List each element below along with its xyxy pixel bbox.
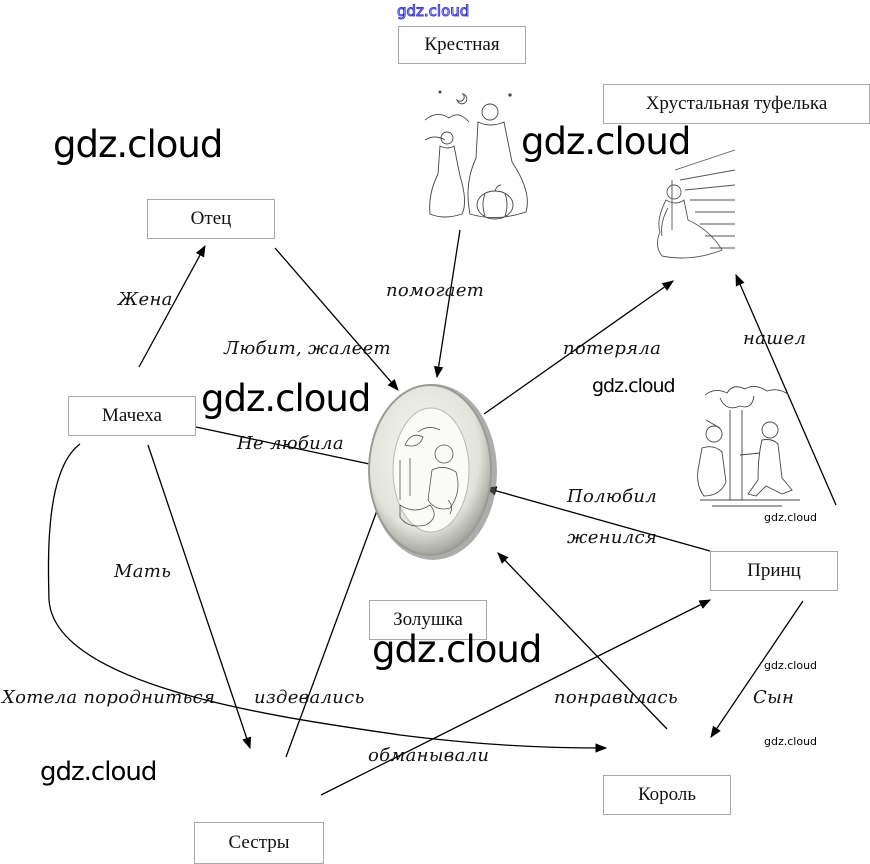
edge-stepmother-cinderella <box>195 426 390 471</box>
node-king[interactable]: Король <box>603 775 731 815</box>
watermark-small: gdz.cloud <box>764 659 818 672</box>
node-cinderella[interactable]: Золушка <box>369 600 487 640</box>
godmother-illustration <box>424 90 528 220</box>
watermark-large: gdz.cloud <box>201 377 371 420</box>
label-loves-pities: Любит, жалеет <box>224 338 391 359</box>
slipper-illustration <box>657 149 736 259</box>
node-godmother[interactable]: Крестная <box>398 26 526 64</box>
prince-illustration <box>697 386 800 507</box>
label-wanted-to-become-related: Хотела породниться <box>2 687 216 708</box>
label-fell-in-love: Полюбил <box>567 486 657 507</box>
cinderella-portrait <box>368 384 497 560</box>
label-found: нашел <box>743 328 807 349</box>
label-did-not-love: Не любила <box>237 433 344 454</box>
node-glass-slipper[interactable]: Хрустальная туфелька <box>603 84 870 124</box>
watermark-large: gdz.cloud <box>372 628 542 671</box>
watermark-medium: gdz.cloud <box>592 375 676 397</box>
label-liked: понравилась <box>554 687 678 708</box>
label-married: женился <box>567 527 658 548</box>
label-son: Сын <box>753 687 795 708</box>
label-lost: потеряла <box>563 338 662 359</box>
edge-sisters-cinderella <box>285 495 383 758</box>
edge-prince-slipper <box>735 273 837 506</box>
watermark-small: gdz.cloud <box>764 735 818 748</box>
watermark-small: gdz.cloud <box>764 511 818 524</box>
edge-prince-cinderella <box>484 486 711 552</box>
node-prince[interactable]: Принц <box>710 551 838 591</box>
edge-stepmother-sisters <box>147 444 252 750</box>
label-mother: Мать <box>114 561 172 582</box>
edge-prince-king <box>710 600 804 738</box>
label-helps: помогает <box>386 280 485 301</box>
label-deceived: обманывали <box>368 745 490 766</box>
edges <box>47 229 837 796</box>
label-mocked: издевались <box>254 687 365 708</box>
edge-father-cinderella <box>274 247 399 391</box>
node-sisters[interactable]: Сестры <box>194 822 324 864</box>
node-stepmother[interactable]: Мачеха <box>68 396 196 436</box>
watermark-top: gdz.cloud <box>396 2 470 21</box>
watermark-medium: gdz.cloud <box>40 757 157 787</box>
edge-stepmother-father <box>138 244 206 368</box>
edge-stepmother-king <box>47 443 608 753</box>
watermark-large: gdz.cloud <box>521 120 691 163</box>
edge-king-cinderella <box>497 552 668 730</box>
label-wife: Жена <box>118 289 173 310</box>
watermark-large: gdz.cloud <box>53 123 223 166</box>
edge-cinderella-slipper <box>483 280 674 415</box>
node-father[interactable]: Отец <box>147 199 275 239</box>
edge-godmother-cinderella <box>434 229 461 379</box>
edge-sisters-prince <box>320 599 712 796</box>
